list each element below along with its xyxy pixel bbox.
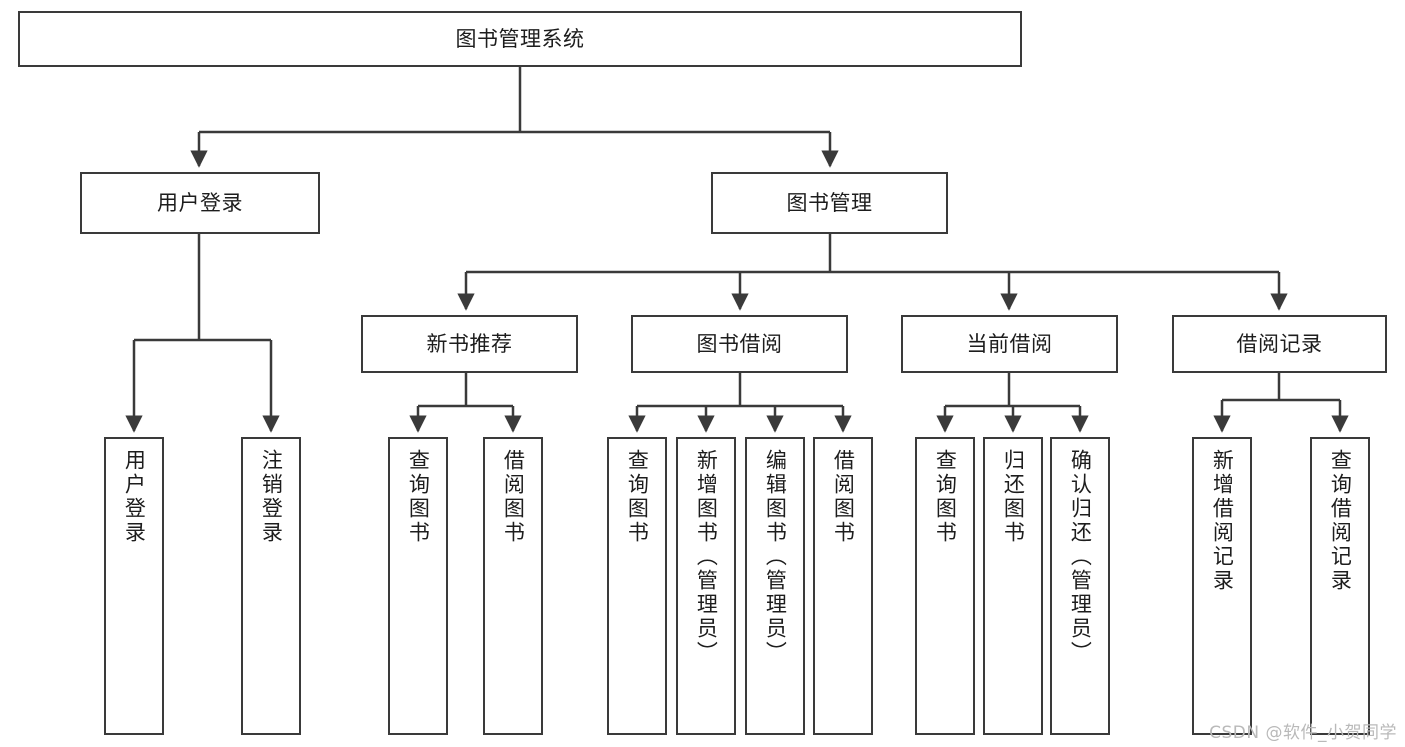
leaf-edit-book-admin[interactable]: 编辑图书（管理员） [745, 437, 805, 735]
node-new-book-recommend[interactable]: 新书推荐 [361, 315, 578, 373]
node-user-login[interactable]: 用户登录 [80, 172, 320, 234]
leaf-add-book-admin[interactable]: 新增图书（管理员） [676, 437, 736, 735]
leaf-borrow-book[interactable]: 借阅图书 [813, 437, 873, 735]
leaf-query-book-borrow[interactable]: 查询图书 [607, 437, 667, 735]
leaf-logout[interactable]: 注销登录 [241, 437, 301, 735]
node-root[interactable]: 图书管理系统 [18, 11, 1022, 67]
leaf-borrow-book-recommend[interactable]: 借阅图书 [483, 437, 543, 735]
node-book-borrow-label: 图书借阅 [696, 331, 783, 356]
leaf-return-book-label: 归还图书 [1001, 449, 1026, 545]
leaf-query-book-current[interactable]: 查询图书 [915, 437, 975, 735]
leaf-query-book-borrow-label: 查询图书 [625, 449, 650, 545]
node-user-login-label: 用户登录 [157, 190, 243, 215]
node-new-book-recommend-label: 新书推荐 [426, 331, 513, 356]
node-book-management[interactable]: 图书管理 [711, 172, 948, 234]
leaf-borrow-book-label: 借阅图书 [831, 449, 856, 545]
leaf-query-borrow-record-label: 查询借阅记录 [1328, 449, 1353, 593]
leaf-return-book[interactable]: 归还图书 [983, 437, 1043, 735]
node-current-borrow[interactable]: 当前借阅 [901, 315, 1118, 373]
node-current-borrow-label: 当前借阅 [966, 331, 1053, 356]
leaf-confirm-return-admin-label: 确认归还（管理员） [1068, 449, 1093, 665]
leaf-user-login-label: 用户登录 [122, 449, 147, 545]
leaf-confirm-return-admin[interactable]: 确认归还（管理员） [1050, 437, 1110, 735]
node-borrow-record-label: 借阅记录 [1236, 331, 1323, 356]
leaf-query-book-current-label: 查询图书 [933, 449, 958, 545]
leaf-query-book-recommend-label: 查询图书 [406, 449, 431, 545]
leaf-query-book-recommend[interactable]: 查询图书 [388, 437, 448, 735]
leaf-query-borrow-record[interactable]: 查询借阅记录 [1310, 437, 1370, 735]
leaf-add-borrow-record-label: 新增借阅记录 [1210, 449, 1235, 593]
leaf-user-login[interactable]: 用户登录 [104, 437, 164, 735]
node-root-label: 图书管理系统 [455, 26, 585, 51]
leaf-edit-book-admin-label: 编辑图书（管理员） [763, 449, 788, 665]
leaf-logout-label: 注销登录 [259, 449, 284, 545]
leaf-add-book-admin-label: 新增图书（管理员） [694, 449, 719, 665]
leaf-borrow-book-recommend-label: 借阅图书 [501, 449, 526, 545]
node-book-borrow[interactable]: 图书借阅 [631, 315, 848, 373]
leaf-add-borrow-record[interactable]: 新增借阅记录 [1192, 437, 1252, 735]
node-borrow-record[interactable]: 借阅记录 [1172, 315, 1387, 373]
node-book-management-label: 图书管理 [786, 190, 873, 215]
